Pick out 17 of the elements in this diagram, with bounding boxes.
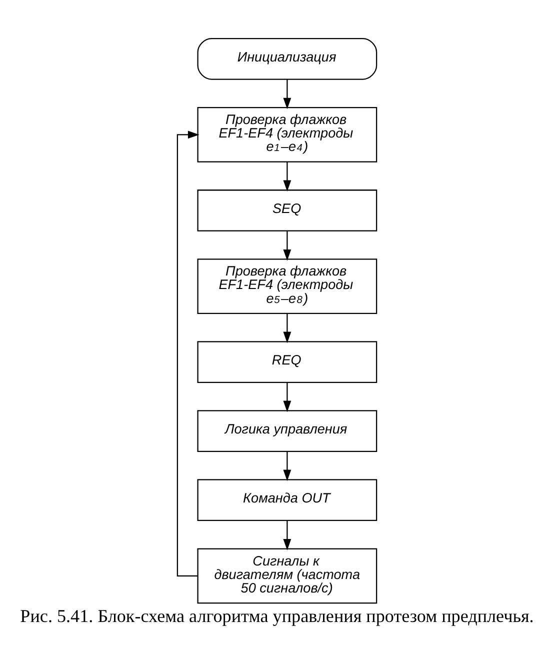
arrow — [283, 230, 292, 260]
node-box: SEQ — [197, 189, 378, 231]
node-box: Команда OUT — [197, 478, 378, 521]
caption: Рис. 5.41. Блок-схема алгоритма управления протезом предплечья. — [20, 606, 534, 626]
arrow — [283, 382, 292, 412]
arrow — [283, 79, 292, 109]
arrow — [283, 451, 292, 481]
node-box: REQ — [197, 340, 378, 383]
node-box: Инициализация — [197, 37, 378, 80]
arrow — [283, 313, 292, 343]
arrow — [283, 162, 292, 192]
node-box: Логика управления — [197, 410, 378, 452]
arrow — [283, 520, 292, 550]
node-box: Проверка флажков EF1-EF4 (электроды e5–e8) — [197, 258, 378, 314]
node-box: Сигналы к двигателям (частота 50 сигналов/с) — [197, 548, 378, 604]
arrow — [176, 130, 200, 576]
node-box: Проверка флажков EF1-EF4 (электроды e1–e4) — [197, 106, 378, 162]
